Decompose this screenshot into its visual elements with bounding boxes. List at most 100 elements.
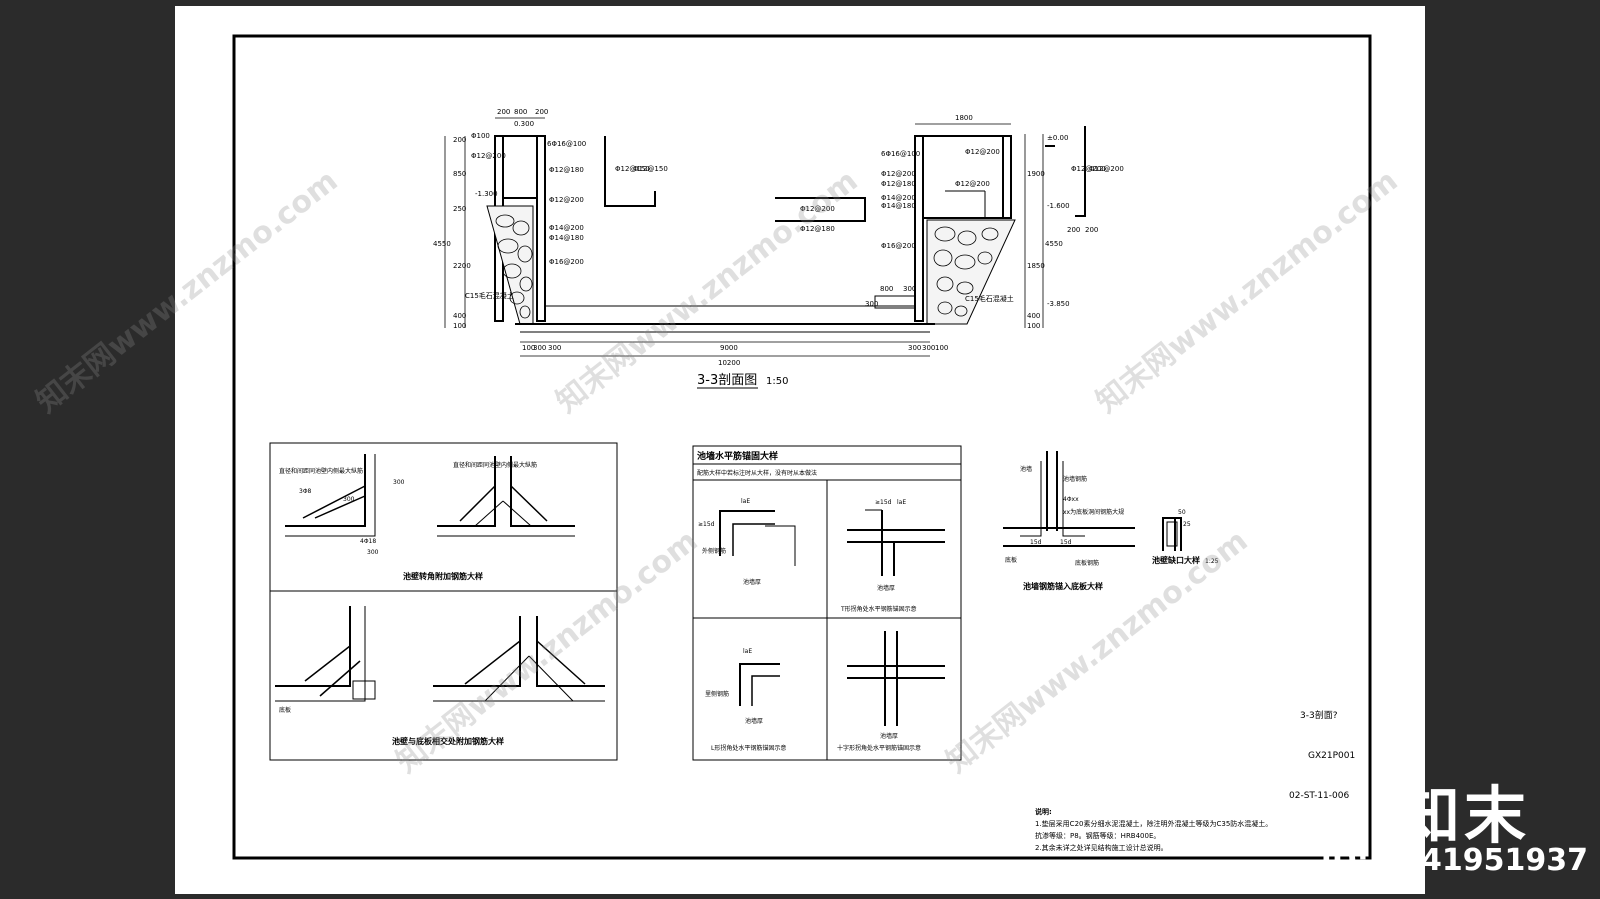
detail-d-dim-2: 25 [1183, 521, 1191, 528]
small-dim-3: 300 [865, 300, 878, 308]
detail-d-scale: 1:25 [1205, 558, 1219, 565]
left-vertical-2: 850 [453, 170, 466, 178]
detail-c-label-5: 15d [1030, 539, 1042, 546]
dim-bottom-4: 9000 [720, 344, 738, 352]
dim-bottom-total: 10200 [718, 359, 740, 367]
detail-a-note-1: 直径和间距同池壁内侧最大纵筋 [279, 467, 363, 475]
detail-b-cell-3: L形拐角处水平钢筋锚固示意 [711, 744, 786, 752]
detail-b-cell-4: 十字形拐角处水平钢筋锚固示意 [837, 744, 921, 752]
elev-left: -1.300 [475, 190, 498, 198]
notes-line-1: 1.垫层采用C20素分细水泥混凝土，除注明外混凝土等级为C35防水混凝土。 [1035, 819, 1272, 828]
elev-right-bottom: -3.850 [1047, 300, 1070, 308]
detail-a-label-2: 300 [343, 496, 355, 503]
detail-b-label-15d-1: ≥15d [698, 521, 715, 528]
sheet-number: 02-ST-11-006 [1289, 791, 1349, 801]
dim-top-left-2: 800 [514, 108, 527, 116]
detail-c-label-4: xx为底板洞间钢筋大规 [1063, 508, 1124, 516]
detail-a-label-3: 300 [393, 479, 405, 486]
detail-d-title: 池壁缺口大样 [1152, 555, 1200, 565]
drawing-number: GX21P001 [1308, 751, 1355, 761]
cad-drawing: 200 800 200 0.300 1800 Φ100 6Φ16@100 Φ12… [232, 34, 1372, 860]
notes-line-2: 抗渗等级：P8。钢筋等级：HRB400E。 [1035, 831, 1160, 840]
notes-line-3: 2.其余未详之处详见结构施工设计总说明。 [1035, 843, 1168, 852]
rebar-right-6: Φ16@200 [881, 242, 916, 250]
detail-a-title-2: 池壁与底板相交处附加钢筋大样 [392, 736, 504, 746]
detail-a-box [269, 442, 618, 761]
image-id: ID: 1141951937 [1320, 843, 1588, 878]
brand-logo: 知末 [1397, 779, 1530, 852]
center-bar-2: Φ12@180 [800, 225, 835, 233]
dim-top-right: 1800 [955, 114, 973, 122]
detail-b-label-15d-2: ≥15d [875, 499, 892, 506]
rebar-right-4: Φ14@200 [881, 194, 916, 202]
detail-b-box [692, 445, 962, 761]
detail-b-label-wall-1: 池墙厚 [743, 578, 761, 586]
rebar-left-outer-1: Φ100 [471, 132, 490, 140]
right-vertical-3: 400 [1027, 312, 1040, 320]
rebar-left-1: Φ12@200 [471, 152, 506, 160]
detail-b-label-lae-3: laE [743, 648, 752, 655]
rebar-left-2: Φ12@180 [549, 166, 584, 174]
detail-a-bottom-label: 底板 [279, 706, 291, 714]
side-bar-right-2: Φ12@200 [1089, 165, 1124, 173]
detail-c-label-6: 15d [1060, 539, 1072, 546]
small-dim-1: 800 [880, 285, 893, 293]
dim-bottom-7: 100 [935, 344, 948, 352]
detail-a-label-5: 300 [367, 549, 379, 556]
left-vertical-5: 400 [453, 312, 466, 320]
right-vertical-total: 4550 [1045, 240, 1063, 248]
notes-heading: 说明: [1035, 807, 1052, 816]
rebar-right-1: 6Φ16@100 [881, 150, 920, 158]
right-vertical-4: 100 [1027, 322, 1040, 330]
dim-bottom-1: 100 [522, 344, 535, 352]
detail-c-label-1: 池墙 [1020, 465, 1032, 473]
rebar-left-outer-2: 6Φ16@100 [547, 140, 586, 148]
elev-right-mid: -1.600 [1047, 202, 1070, 210]
detail-b-subtitle: 配筋大样中若标注时从大样，没有时从本做法 [697, 469, 817, 477]
dim-bottom-6: 300 [922, 344, 935, 352]
detail-b-label-wall-3: 池墙厚 [745, 717, 763, 725]
rebar-right-3: Φ12@180 [881, 180, 916, 188]
detail-b-label-wall-4: 池墙厚 [880, 732, 898, 740]
section-3-3 [444, 117, 1086, 357]
section-title: 3-3剖面图 [697, 373, 757, 388]
rebar-left-4: Φ14@200 [549, 224, 584, 232]
center-bar-1: Φ12@200 [800, 205, 835, 213]
inner-border [232, 34, 1372, 860]
detail-c-label-7: 底板 [1005, 556, 1017, 564]
rebar-left-5: Φ14@180 [549, 234, 584, 242]
detail-c-label-3: 4Φxx [1063, 496, 1079, 503]
rebar-left-6: Φ16@200 [549, 258, 584, 266]
dim-top-left-sub: 0.300 [514, 120, 534, 128]
detail-b-label-wall-2: 池墙厚 [877, 584, 895, 592]
rebar-right-2: Φ12@200 [881, 170, 916, 178]
detail-b-label-lae-1: laE [741, 498, 750, 505]
side-bar-left-1: Φ12@150 [615, 165, 650, 173]
right-vertical-1: 1900 [1027, 170, 1045, 178]
detail-b-title: 池墙水平筋锚固大样 [697, 450, 778, 462]
left-vertical-1: 200 [453, 136, 466, 144]
detail-c-title: 池墙钢筋锚入底板大样 [1023, 581, 1103, 591]
small-dim-5: 200 [1085, 226, 1098, 234]
detail-b-label-lae-2: laE [897, 499, 906, 506]
elev-right-top: ±0.00 [1047, 134, 1068, 142]
left-vertical-4: 2200 [453, 262, 471, 270]
small-dim-2: 300 [903, 285, 916, 293]
dim-top-left-1: 200 [497, 108, 510, 116]
right-vertical-2: 1850 [1027, 262, 1045, 270]
rebar-right-inner-2: Φ12@200 [955, 180, 990, 188]
rebar-right-5: Φ14@180 [881, 202, 916, 210]
detail-d-dim-1: 50 [1178, 509, 1186, 516]
detail-b-cell-2: T形拐角处水平钢筋锚固示意 [840, 605, 917, 613]
drawing-name: 3-3剖面? [1300, 709, 1338, 721]
side-bar-left-2: Φ12@150 [633, 165, 668, 173]
detail-a-note-2: 直径和间距同池壁内侧最大纵筋 [453, 461, 537, 469]
detail-d-drawing [1162, 517, 1182, 551]
detail-a-label-1: 3Φ8 [299, 488, 312, 495]
detail-b-cell-1: 外侧钢筋 [702, 547, 726, 555]
material-right: C15毛石混凝土 [965, 294, 1014, 303]
dim-bottom-3: 300 [548, 344, 561, 352]
material-left: C15毛石混凝土 [465, 291, 514, 300]
section-scale: 1:50 [766, 376, 788, 387]
drawing-sheet: 200 800 200 0.300 1800 Φ100 6Φ16@100 Φ12… [30, 6, 1425, 894]
